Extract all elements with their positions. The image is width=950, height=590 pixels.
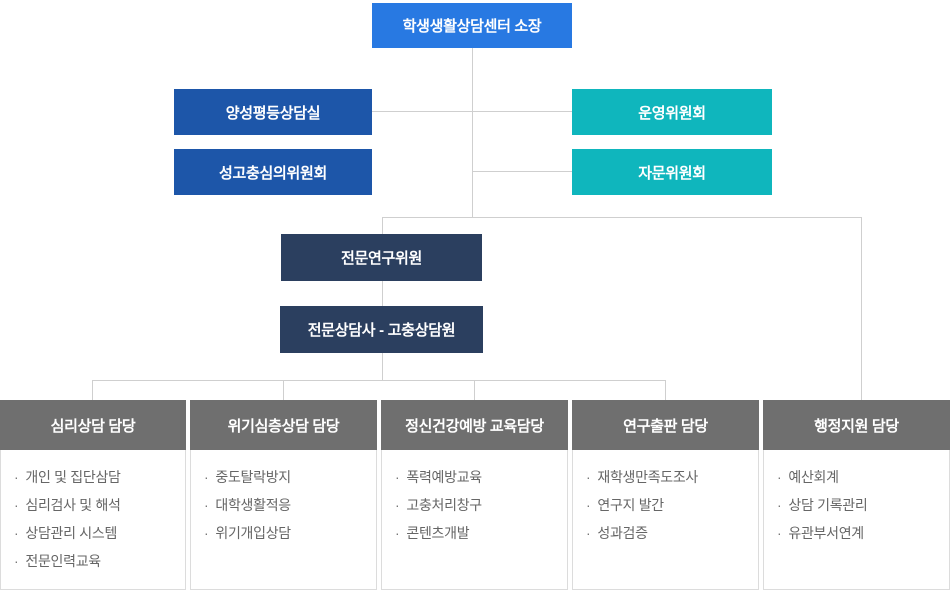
dept-header-crisis-counseling: 위기심층상담 담당 (190, 400, 377, 450)
dept-item: · 전문인력교육 (14, 547, 179, 575)
dept-header-psych-counseling: 심리상담 담당 (0, 400, 186, 450)
dept-item-label: 성과검증 (597, 525, 648, 541)
bullet-dot: · (14, 553, 19, 569)
dept-item: · 유관부서연계 (777, 519, 943, 547)
bullet-dot: · (586, 525, 591, 541)
bullet-dot: · (586, 497, 591, 513)
connector-drop-to-research (382, 217, 383, 234)
dept-item: · 연구지 발간 (586, 491, 752, 519)
dept-item-label: 전문인력교육 (25, 553, 101, 569)
org-node-advisory-committee: 자문위원회 (572, 149, 772, 195)
org-node-counselor-grievance: 전문상담사 - 고충상담원 (280, 306, 483, 353)
dept-body-admin-support: · 예산회계 · 상담 기록관리 · 유관부서연계 (763, 450, 950, 590)
dept-item: · 폭력예방교육 (395, 463, 561, 491)
dept-body-research-publication: · 재학생만족도조사 · 연구지 발간 · 성과검증 (572, 450, 759, 590)
bullet-dot: · (395, 525, 400, 541)
dept-body-crisis-counseling: · 중도탈락방지 · 대학생활적응 · 위기개입상담 (190, 450, 377, 590)
bullet-dot: · (14, 525, 19, 541)
connector-drop-dept-2 (283, 380, 284, 400)
dept-item-label: 콘텐츠개발 (406, 525, 470, 541)
dept-item-label: 대학생활적응 (215, 497, 291, 513)
dept-body-psych-counseling: · 개인 및 집단삼담 · 심리검사 및 해석 · 상담관리 시스템 · 전문인력교육 (0, 450, 186, 590)
dept-item-label: 유관부서연계 (788, 525, 864, 541)
dept-item-label: 상담관리 시스템 (25, 525, 118, 541)
connector-research-to-counselor (382, 281, 383, 306)
dept-item-label: 고충처리창구 (406, 497, 482, 513)
dept-body-mental-health-education: · 폭력예방교육 · 고충처리창구 · 콘텐츠개발 (381, 450, 568, 590)
connector-row2-horizontal (472, 171, 572, 172)
org-node-research-fellow: 전문연구위원 (281, 234, 482, 281)
bullet-dot: · (395, 469, 400, 485)
dept-item: · 심리검사 및 해석 (14, 491, 179, 519)
dept-item-label: 위기개입상담 (215, 525, 291, 541)
connector-row1-horizontal (372, 111, 572, 112)
dept-item-label: 중도탈락방지 (215, 469, 291, 485)
dept-column-research-publication: 연구출판 담당 · 재학생만족도조사 · 연구지 발간 · 성과검증 (572, 400, 759, 590)
dept-item-label: 상담 기록관리 (788, 497, 868, 513)
connector-drop-dept-1 (92, 380, 93, 400)
dept-item: · 상담 기록관리 (777, 491, 943, 519)
connector-fan-horizontal (92, 380, 665, 381)
dept-item-label: 개인 및 집단삼담 (25, 469, 121, 485)
connector-counselor-to-fan (382, 353, 383, 380)
bullet-dot: · (586, 469, 591, 485)
dept-item-label: 심리검사 및 해석 (25, 497, 121, 513)
dept-item: · 재학생만족도조사 (586, 463, 752, 491)
dept-item: · 성과검증 (586, 519, 752, 547)
bullet-dot: · (204, 497, 209, 513)
dept-item: · 중도탈락방지 (204, 463, 370, 491)
connector-drop-dept-4 (665, 380, 666, 400)
bullet-dot: · (204, 525, 209, 541)
dept-item: · 개인 및 집단삼담 (14, 463, 179, 491)
dept-item: · 콘텐츠개발 (395, 519, 561, 547)
dept-item-label: 재학생만족도조사 (597, 469, 699, 485)
bullet-dot: · (14, 469, 19, 485)
bullet-dot: · (777, 497, 782, 513)
bullet-dot: · (395, 497, 400, 513)
org-node-steering-committee: 운영위원회 (572, 89, 772, 135)
bullet-dot: · (204, 469, 209, 485)
dept-column-mental-health-education: 정신건강예방 교육담당 · 폭력예방교육 · 고충처리창구 · 콘텐츠개발 (381, 400, 568, 590)
connector-junction-horizontal (382, 217, 861, 218)
dept-item: · 상담관리 시스템 (14, 519, 179, 547)
dept-header-mental-health-education: 정신건강예방 교육담당 (381, 400, 568, 450)
bullet-dot: · (14, 497, 19, 513)
connector-drop-dept-3 (474, 380, 475, 400)
connector-root-vertical (472, 48, 473, 217)
dept-item-label: 연구지 발간 (597, 497, 664, 513)
connector-drop-to-admin-dept (861, 217, 862, 400)
dept-column-admin-support: 행정지원 담당 · 예산회계 · 상담 기록관리 · 유관부서연계 (763, 400, 950, 590)
dept-item: · 예산회계 (777, 463, 943, 491)
dept-item-label: 폭력예방교육 (406, 469, 482, 485)
org-node-gender-equality-counseling: 양성평등상담실 (174, 89, 372, 135)
dept-item-label: 예산회계 (788, 469, 839, 485)
dept-item: · 대학생활적응 (204, 491, 370, 519)
bullet-dot: · (777, 525, 782, 541)
dept-column-psych-counseling: 심리상담 담당 · 개인 및 집단삼담 · 심리검사 및 해석 · 상담관리 시스템 … (0, 400, 186, 590)
dept-header-admin-support: 행정지원 담당 (763, 400, 950, 450)
dept-item: · 고충처리창구 (395, 491, 561, 519)
bullet-dot: · (777, 469, 782, 485)
dept-header-research-publication: 연구출판 담당 (572, 400, 759, 450)
org-node-director: 학생생활상담센터 소장 (372, 3, 572, 48)
dept-item: · 위기개입상담 (204, 519, 370, 547)
dept-column-crisis-counseling: 위기심층상담 담당 · 중도탈락방지 · 대학생활적응 · 위기개입상담 (190, 400, 377, 590)
org-node-sexual-grievance-committee: 성고충심의위원회 (174, 149, 372, 195)
